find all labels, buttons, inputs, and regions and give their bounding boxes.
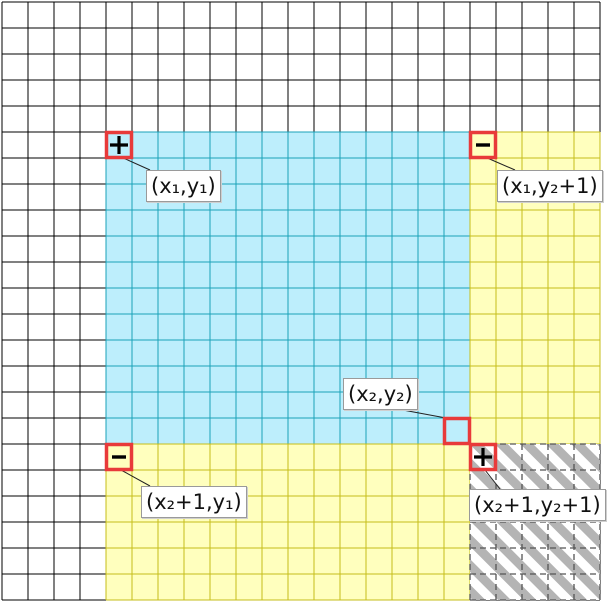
highlight-box xyxy=(468,442,498,472)
highlight-box xyxy=(442,416,472,446)
highlight-cell-x2-y2 xyxy=(442,416,472,446)
leader-x2p1-y2p1 xyxy=(484,469,501,490)
minus-marker-x1-y2p1 xyxy=(468,130,498,160)
leader-x2p1-y1 xyxy=(120,469,151,487)
label-x1-y1: (x₁,y₁) xyxy=(146,170,221,202)
plus-icon xyxy=(474,448,492,466)
label-x2p1-y2p1: (x₂+1,y₂+1) xyxy=(469,489,606,521)
highlight-box xyxy=(104,130,134,160)
label-x1-y2p1: (x₁,y₂+1) xyxy=(497,170,603,202)
label-x2p1-y1: (x₂+1,y₁) xyxy=(141,486,247,518)
minus-marker-x2p1-y1 xyxy=(104,442,134,472)
yellow-region-bottom-lines xyxy=(105,443,471,601)
plus-marker-x1-y1 xyxy=(104,130,134,160)
plus-icon xyxy=(110,136,128,154)
label-x2-y2: (x₂,y₂) xyxy=(343,378,418,410)
highlight-box xyxy=(468,130,498,160)
highlight-box xyxy=(104,442,134,472)
plus-marker-x2p1-y2p1 xyxy=(468,442,498,472)
